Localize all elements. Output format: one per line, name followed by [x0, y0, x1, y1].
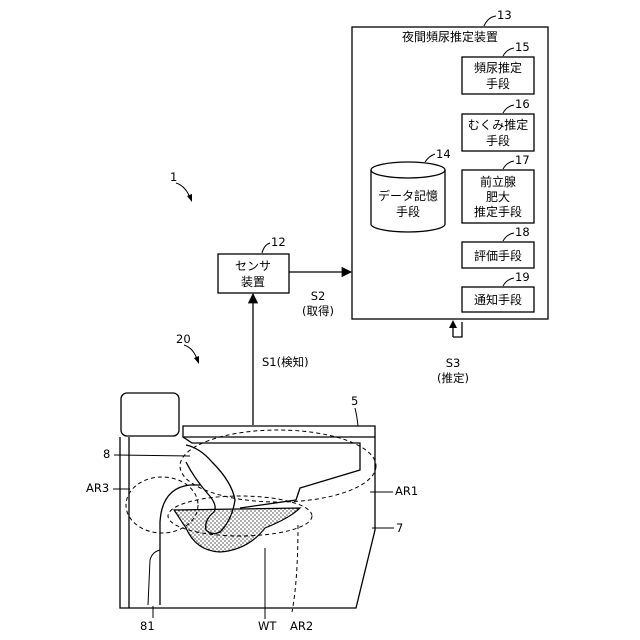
database-ref: 14	[436, 147, 451, 161]
unit-evaluation: 評価手段	[462, 242, 534, 268]
area-ar2-tail	[292, 525, 298, 612]
pipe-leader	[114, 455, 190, 456]
toilet-bowl-inner	[183, 437, 360, 508]
unit-15-ref: 15	[515, 40, 530, 54]
unit-16-leader	[503, 105, 514, 113]
toilet-trap-outer	[160, 485, 200, 605]
unit-edema: むくみ推定 手段	[462, 114, 534, 151]
seat-ref: 5	[351, 394, 358, 408]
body-ref: 7	[396, 521, 403, 535]
area-ar3	[126, 477, 198, 533]
svg-text:手段: 手段	[486, 76, 510, 91]
unit-17-leader	[503, 161, 514, 169]
ar3-label: AR3	[86, 481, 109, 495]
ar2-label: AR2	[290, 619, 313, 633]
s2-code: S2	[311, 289, 326, 303]
toilet-base-pipe	[148, 550, 160, 605]
estimator-ref-leader	[484, 16, 496, 26]
svg-text:前立腺: 前立腺	[480, 174, 516, 189]
unit-18-ref: 18	[515, 225, 530, 239]
unit-19-leader	[503, 278, 514, 286]
system-ref-label: 1	[170, 170, 177, 184]
toilet-tank	[121, 393, 179, 436]
database-cylinder: データ記憶 手段	[371, 162, 445, 232]
ar1-label: AR1	[395, 484, 418, 498]
svg-text:センサ: センサ	[235, 259, 271, 273]
unit-prostate: 前立腺 肥大 推定手段	[462, 170, 534, 223]
unit-frequent-urination: 頻尿推定 手段	[462, 57, 534, 94]
toilet-ref-arrow-tip	[194, 356, 199, 364]
database-label-1: データ記憶	[378, 188, 438, 203]
estimator-title: 夜間頻尿推定装置	[402, 29, 498, 44]
sensor-ref: 12	[271, 235, 286, 249]
s3-desc: (推定)	[437, 371, 469, 385]
svg-text:通知手段: 通知手段	[474, 292, 522, 307]
s2-desc: (取得)	[302, 304, 334, 318]
s3-code: S3	[446, 356, 461, 370]
unit-notification: 通知手段	[462, 287, 534, 312]
svg-text:頻尿推定: 頻尿推定	[474, 60, 522, 75]
toilet-drawing	[120, 393, 376, 612]
svg-text:肥大: 肥大	[486, 190, 510, 204]
svg-text:手段: 手段	[486, 133, 510, 148]
sensor-ref-leader	[262, 243, 270, 253]
svg-text:推定手段: 推定手段	[474, 204, 522, 219]
pipe-ref: 8	[103, 447, 110, 461]
unit-16-ref: 16	[515, 97, 530, 111]
toilet-ref-label: 20	[176, 332, 191, 346]
svg-text:装置: 装置	[241, 275, 265, 289]
unit-18-leader	[503, 233, 514, 241]
unit-17-ref: 17	[515, 153, 530, 167]
system-ref-arrow-tip	[187, 194, 192, 202]
unit-19-ref: 19	[515, 270, 530, 284]
database-ref-leader	[425, 154, 435, 162]
svg-text:むくみ推定: むくみ推定	[468, 117, 528, 132]
sensor-device-box: センサ 装置	[218, 254, 289, 293]
area-ar1	[180, 430, 376, 502]
water-ref: WT	[258, 619, 277, 633]
database-label-2: 手段	[396, 204, 420, 219]
base-ref: 81	[140, 619, 155, 633]
s1-label: S1(検知)	[262, 355, 309, 369]
water-pool	[174, 508, 300, 552]
unit-15-leader	[503, 48, 514, 56]
s3-arrow-tip	[449, 320, 457, 328]
estimator-ref: 13	[497, 8, 512, 22]
seat-leader	[355, 408, 358, 426]
svg-text:評価手段: 評価手段	[474, 248, 522, 263]
